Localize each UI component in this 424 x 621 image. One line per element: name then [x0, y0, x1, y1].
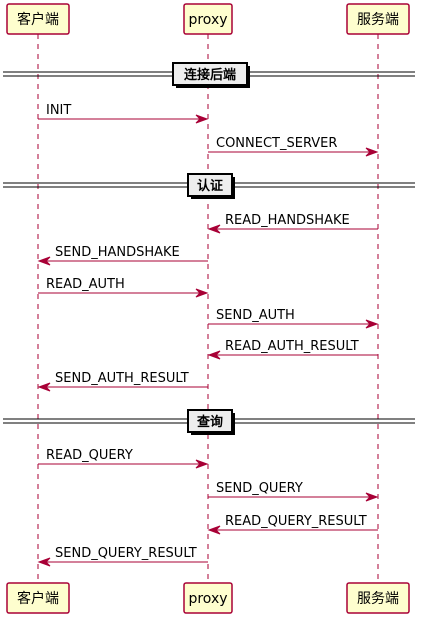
participant-server-bottom: 服务端: [346, 582, 410, 614]
participant-label: 服务端: [357, 12, 399, 28]
participant-label: 客户端: [17, 11, 59, 28]
arrowhead-icon: [37, 382, 51, 392]
arrowhead-icon: [195, 459, 209, 469]
participant-label: 客户端: [17, 590, 59, 607]
message-connect-server: CONNECT_SERVER: [208, 136, 379, 157]
participant-box: [183, 582, 233, 614]
participant-client-bottom: 客户端: [6, 582, 70, 614]
message-send-query: SEND_QUERY: [208, 481, 379, 502]
divider-box: [187, 409, 233, 433]
participant-label: proxy: [188, 591, 227, 607]
participant-box: [6, 3, 70, 35]
message-label: SEND_AUTH_RESULT: [55, 371, 189, 386]
message-read-query-result: READ_QUERY_RESULT: [207, 514, 378, 535]
divider-box: [187, 173, 233, 197]
arrowhead-icon: [37, 256, 51, 266]
section-divider-query: 查询: [3, 409, 415, 435]
participant-label: 服务端: [357, 591, 399, 607]
arrowhead-icon: [207, 224, 221, 234]
arrowhead-icon: [365, 319, 379, 329]
message-label: CONNECT_SERVER: [216, 136, 337, 151]
section-divider-auth: 认证: [3, 173, 415, 199]
arrowhead-icon: [195, 114, 209, 124]
divider-label: 连接后端: [184, 67, 236, 83]
message-read-auth: READ_AUTH: [38, 277, 209, 298]
participant-label: proxy: [188, 12, 227, 28]
message-label: SEND_HANDSHAKE: [55, 245, 180, 260]
divider-label: 查询: [196, 414, 223, 430]
arrowhead-icon: [37, 557, 51, 567]
message-send-query-result: SEND_QUERY_RESULT: [37, 546, 208, 567]
participant-server-top: 服务端: [346, 3, 410, 35]
message-label: INIT: [46, 103, 71, 118]
message-read-auth-result: READ_AUTH_RESULT: [207, 339, 378, 360]
message-label: SEND_QUERY_RESULT: [55, 546, 197, 561]
message-send-handshake: SEND_HANDSHAKE: [37, 245, 208, 266]
message-label: READ_HANDSHAKE: [225, 213, 350, 228]
participant-proxy-bottom: proxy: [183, 582, 233, 614]
message-read-handshake: READ_HANDSHAKE: [207, 213, 378, 234]
participant-box: [6, 582, 70, 614]
message-read-query: READ_QUERY: [38, 448, 209, 469]
divider-box: [172, 62, 248, 86]
message-send-auth: SEND_AUTH: [208, 308, 379, 329]
message-label: READ_QUERY_RESULT: [225, 514, 367, 529]
message-label: READ_AUTH_RESULT: [225, 339, 359, 354]
message-label: READ_QUERY: [46, 448, 133, 463]
arrowhead-icon: [207, 525, 221, 535]
participant-box: [346, 582, 410, 614]
arrowhead-icon: [365, 492, 379, 502]
divider-label: 认证: [197, 178, 223, 194]
message-label: SEND_QUERY: [216, 481, 303, 496]
arrowhead-icon: [207, 350, 221, 360]
participant-proxy-top: proxy: [183, 3, 233, 35]
message-label: SEND_AUTH: [216, 308, 295, 323]
section-divider-connect: 连接后端: [3, 62, 415, 88]
message-send-auth-result: SEND_AUTH_RESULT: [37, 371, 208, 392]
message-label: READ_AUTH: [46, 277, 125, 292]
participant-box: [346, 3, 410, 35]
message-init: INIT: [38, 103, 209, 124]
arrowhead-icon: [365, 147, 379, 157]
participant-box: [183, 3, 233, 35]
arrowhead-icon: [195, 288, 209, 298]
participant-client-top: 客户端: [6, 3, 70, 35]
